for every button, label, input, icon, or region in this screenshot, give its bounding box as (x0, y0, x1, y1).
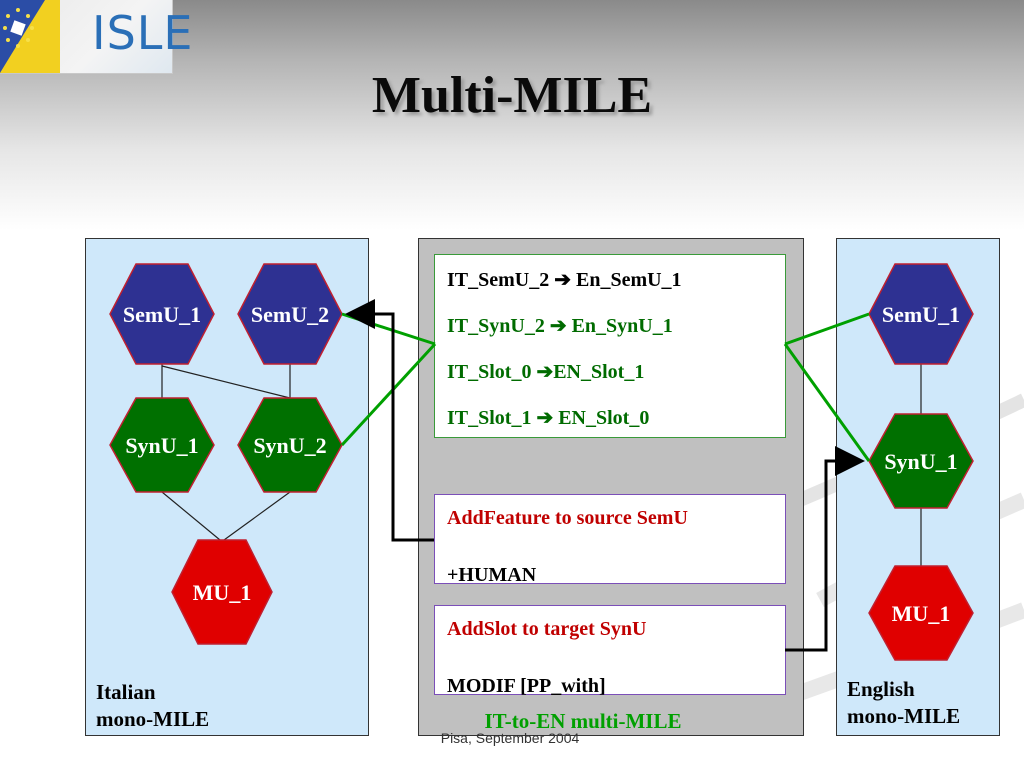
rule-slot-0: IT_Slot_0 ➔EN_Slot_1 (447, 361, 645, 383)
it-synu1-node: SynU_1 (109, 397, 215, 493)
logo-text: ISLE (92, 6, 194, 60)
english-panel-label: English mono-MILE (847, 676, 960, 730)
en-synu1-node: SynU_1 (868, 413, 974, 509)
rule-synu: IT_SynU_2 ➔ En_SynU_1 (447, 315, 673, 337)
en-mu1-node: MU_1 (868, 565, 974, 661)
it-semu1-node: SemU_1 (109, 263, 215, 365)
edge-synu1-mu1 (161, 491, 221, 541)
multi-mile-caption: IT-to-EN multi-MILE (484, 709, 682, 733)
arrow-add-feature-to-semu2 (345, 299, 434, 542)
it-synu2-label: SynU_2 (253, 433, 326, 458)
en-mu1-label: MU_1 (892, 601, 951, 626)
eu-flag-icon (0, 0, 60, 73)
it-semu1-label: SemU_1 (123, 302, 201, 327)
english-label-line2: mono-MILE (847, 704, 961, 728)
link-it-synu2-rule (340, 342, 437, 447)
en-semu1-label: SemU_1 (882, 302, 960, 327)
add-slot-box: AddSlot to target SynU MODIF [PP_with] (434, 605, 786, 697)
rule-semu: IT_SemU_2 ➔ En_SemU_1 (447, 269, 682, 291)
italian-label-line1: Italian (96, 680, 156, 704)
it-semu2-node: SemU_2 (237, 263, 343, 365)
add-feature-box: AddFeature to source SemU +HUMAN (434, 494, 786, 586)
add-feature-action: AddFeature to source SemU (447, 507, 688, 529)
italian-panel-label: Italian mono-MILE (96, 679, 209, 733)
link-rule-en-semu1 (784, 312, 870, 346)
it-semu2-label: SemU_2 (251, 302, 329, 327)
edge-semu1-synu2 (161, 365, 291, 399)
add-feature-value: +HUMAN (447, 564, 537, 586)
add-slot-value: MODIF [PP_with] (447, 675, 606, 697)
page-title: Multi-MILE (371, 67, 653, 124)
isle-logo: ISLE (0, 0, 192, 74)
arrow-add-slot-to-en-synu1 (785, 446, 865, 652)
en-semu1-node: SemU_1 (868, 263, 974, 365)
en-synu1-label: SynU_1 (884, 449, 957, 474)
it-mu1-label: MU_1 (193, 580, 252, 605)
english-label-line1: English (847, 677, 915, 701)
add-slot-action: AddSlot to target SynU (447, 618, 647, 640)
it-mu1-node: MU_1 (171, 539, 273, 645)
link-rule-en-synu1 (783, 343, 871, 462)
link-it-semu2-rule (341, 312, 436, 346)
edge-synu2-mu1 (223, 491, 291, 541)
footer-text: Pisa, September 2004 (440, 730, 580, 746)
italian-label-line2: mono-MILE (96, 707, 210, 731)
it-synu2-node: SynU_2 (237, 397, 343, 493)
rule-slot-1: IT_Slot_1 ➔ EN_Slot_0 (447, 407, 650, 429)
it-synu1-label: SynU_1 (125, 433, 198, 458)
